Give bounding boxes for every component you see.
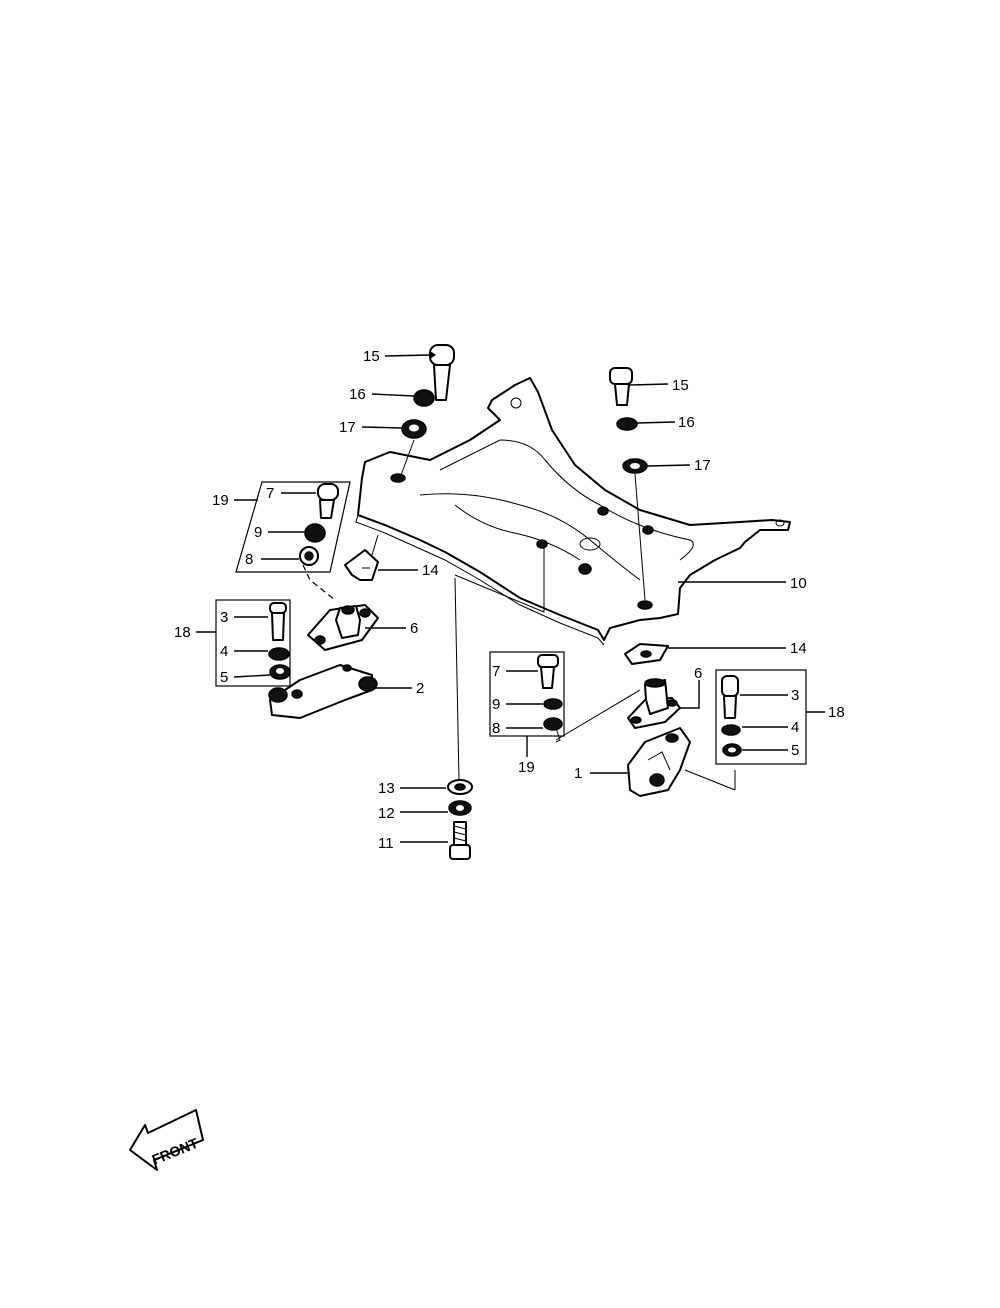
- callout-7-mid: 7: [492, 663, 500, 680]
- callout-1: 1: [574, 765, 582, 782]
- callout-10: 10: [790, 575, 807, 592]
- callout-5-left: 5: [220, 669, 228, 686]
- pad-14-right: [624, 643, 669, 665]
- callout-15-right: 15: [672, 377, 689, 394]
- callout-18-right: 18: [828, 704, 845, 721]
- left-lower-box-18: [215, 599, 291, 687]
- left-upper-box-19: [235, 481, 351, 601]
- mount-6-right: [627, 678, 681, 729]
- callouts: 15 16 17 15 16 17 19 7 9 8 14 18 3 4 5 6: [174, 348, 845, 852]
- callout-8-mid: 8: [492, 720, 500, 737]
- callout-9-left: 9: [254, 524, 262, 541]
- callout-3-left: 3: [220, 609, 228, 626]
- callout-19-left: 19: [212, 492, 229, 509]
- right-top-bolt-stack: [609, 367, 648, 601]
- callout-17-right: 17: [694, 457, 711, 474]
- callout-14-left: 14: [422, 562, 439, 579]
- callout-13: 13: [378, 780, 395, 797]
- callout-2: 2: [416, 680, 424, 697]
- assembly-guide-lines: [454, 545, 736, 791]
- callout-17-left: 17: [339, 419, 356, 436]
- callout-16-right: 16: [678, 414, 695, 431]
- callout-4-right: 4: [791, 719, 799, 736]
- callout-14-right: 14: [790, 640, 807, 657]
- callout-15-left: 15: [363, 348, 380, 365]
- callout-18-left: 18: [174, 624, 191, 641]
- callout-6-right: 6: [694, 665, 702, 682]
- callout-19-mid: 19: [518, 759, 535, 776]
- callout-4-left: 4: [220, 643, 228, 660]
- right-box-18: [715, 669, 807, 765]
- callout-3-right: 3: [791, 687, 799, 704]
- callout-9-mid: 9: [492, 696, 500, 713]
- front-arrow-icon: FRONT: [129, 1109, 204, 1171]
- callout-7-left: 7: [266, 485, 274, 502]
- mount-6-left: [307, 604, 379, 651]
- bracket-1: [627, 727, 691, 797]
- left-top-bolt-stack: [399, 344, 455, 479]
- nut-16-left: [413, 389, 435, 407]
- clip-14-left: [344, 534, 379, 581]
- callout-12: 12: [378, 805, 395, 822]
- callout-8-left: 8: [245, 551, 253, 568]
- bracket-2: [268, 664, 378, 719]
- nut-16-right: [616, 417, 638, 431]
- bolt-15-right-head: [609, 367, 633, 385]
- crossmember-frame: [355, 377, 791, 646]
- callout-5-right: 5: [791, 742, 799, 759]
- lower-bolt-stack: [447, 779, 473, 860]
- callout-11: 11: [378, 835, 394, 852]
- callout-16-left: 16: [349, 386, 366, 403]
- callout-6-left: 6: [410, 620, 418, 637]
